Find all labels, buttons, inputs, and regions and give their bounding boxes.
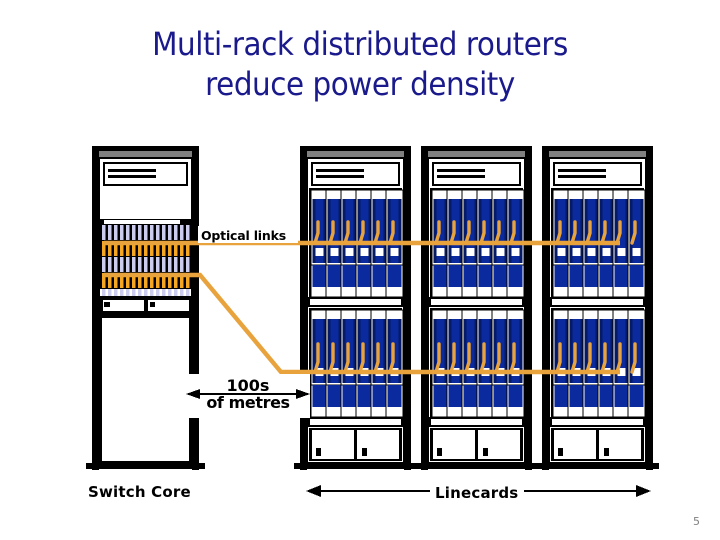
distance-label-backdrop [186, 374, 310, 418]
title-line-1: Multi-rack distributed routers [152, 25, 568, 63]
fabric-card-rows [102, 225, 190, 296]
optical-links-label: Optical links [201, 228, 286, 243]
switch-core-label: Switch Core [88, 483, 191, 501]
optical-drops-upper [313, 220, 637, 245]
distance-label-line-2: of metres [206, 392, 290, 412]
distance-label-line-1: 100s [226, 376, 270, 395]
rack-linecards-3 [536, 146, 659, 470]
rack-switch-core [86, 146, 205, 470]
optical-links-label-backdrop [198, 226, 298, 243]
linecards-arrow [306, 485, 651, 497]
linecards-label: Linecards [435, 484, 519, 502]
page-title: Multi-rack distributed routers reduce po… [66, 24, 655, 104]
distance-label: 100s of metres [189, 376, 307, 412]
rack-linecards-2 [415, 146, 538, 470]
page-number: 5 [693, 515, 700, 528]
rack-linecards-1 [294, 146, 417, 470]
title-line-2: reduce power density [205, 65, 515, 103]
optical-drops-lower [313, 342, 637, 374]
distance-arrow [186, 389, 310, 399]
